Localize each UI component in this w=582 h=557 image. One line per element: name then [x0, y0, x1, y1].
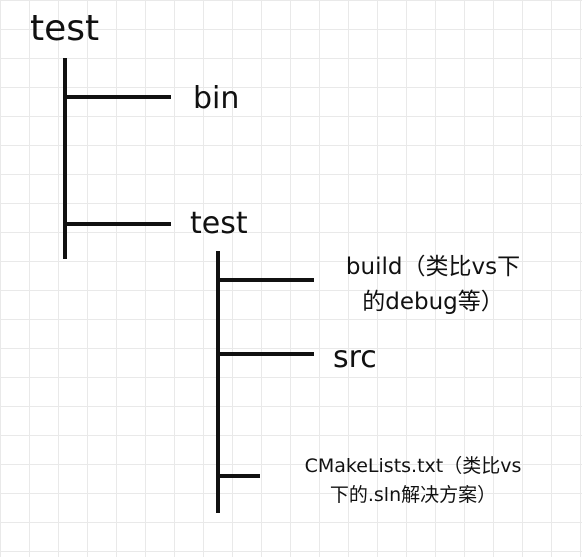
cmake-label-line-2: 下的.sln解决方案）: [329, 483, 497, 506]
test-branch-line: [63, 222, 171, 226]
build-node-label: build（类比vs下 的debug等）: [313, 250, 553, 319]
root-trunk-line: [63, 58, 67, 259]
src-node-label: src: [333, 340, 377, 375]
test-node-label: test: [190, 206, 248, 241]
build-branch-line: [216, 278, 314, 282]
test-trunk-line: [216, 251, 220, 513]
bin-branch-line: [63, 95, 171, 99]
bin-node-label: bin: [193, 81, 240, 116]
cmake-label-line-1: CMakeLists.txt（类比vs: [304, 455, 522, 477]
cmake-branch-line: [216, 474, 260, 478]
src-branch-line: [216, 352, 314, 356]
build-label-line-2: 的debug等）: [362, 288, 504, 315]
cmake-node-label: CMakeLists.txt（类比vs 下的.sln解决方案）: [264, 452, 562, 509]
build-label-line-1: build（类比vs下: [345, 254, 521, 280]
root-node-label: test: [30, 8, 100, 49]
